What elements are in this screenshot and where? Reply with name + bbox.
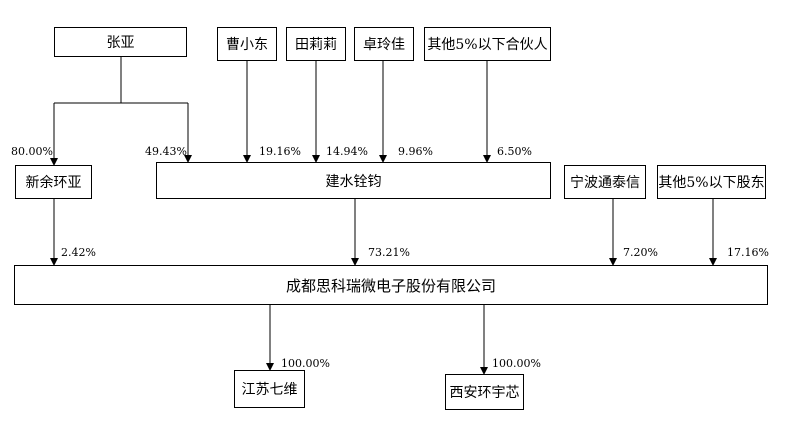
pct-chengdu-xian: 100.00%: [492, 357, 541, 370]
node-xian-huanyuxin: 西安环宇芯: [445, 374, 524, 410]
node-zhuo-lingjia: 卓玲佳: [354, 27, 414, 61]
pct-cao-jianshui: 19.16%: [259, 145, 301, 158]
pct-zhangya-xinyu: 80.00%: [11, 145, 53, 158]
node-cao-xiaodong: 曹小东: [217, 27, 277, 61]
node-zhang-ya: 张亚: [54, 27, 187, 57]
node-tian-lili: 田莉莉: [286, 27, 346, 61]
pct-partners-jianshui: 6.50%: [497, 145, 532, 158]
node-jianshui-quanjun: 建水铨钧: [156, 162, 551, 199]
pct-others-chengdu: 17.16%: [727, 246, 769, 259]
pct-zhuo-jianshui: 9.96%: [398, 145, 433, 158]
node-jiangsu-qiwei: 江苏七维: [234, 370, 305, 408]
node-other-shareholders: 其他5%以下股东: [657, 165, 766, 199]
pct-ningbo-chengdu: 7.20%: [623, 246, 658, 259]
node-xinyu-huanya: 新余环亚: [15, 165, 92, 199]
pct-tian-jianshui: 14.94%: [326, 145, 368, 158]
pct-jianshui-chengdu: 73.21%: [368, 246, 410, 259]
pct-chengdu-jiangsu: 100.00%: [281, 357, 330, 370]
node-ningbo-tongtaixin: 宁波通泰信: [564, 165, 646, 199]
pct-xinyu-chengdu: 2.42%: [61, 246, 96, 259]
node-other-partners: 其他5%以下合伙人: [424, 27, 551, 61]
pct-zhangya-jianshui: 49.43%: [145, 145, 187, 158]
node-chengdu-sirui: 成都思科瑞微电子股份有限公司: [14, 265, 768, 305]
